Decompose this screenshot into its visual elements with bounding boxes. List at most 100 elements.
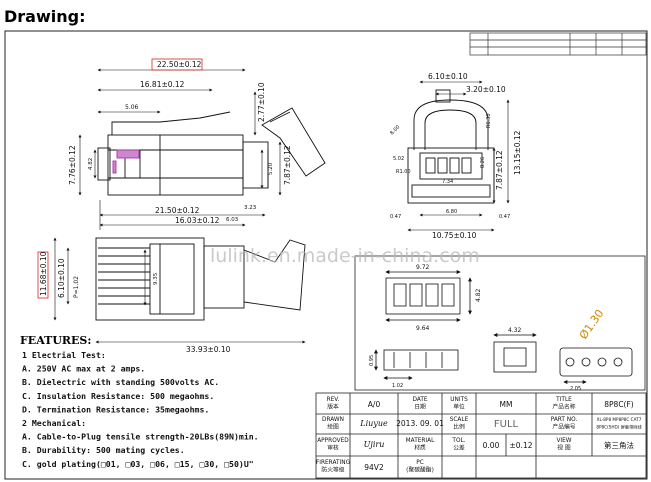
dim-latch: 5.06	[125, 104, 139, 111]
front-view-dimensions	[407, 80, 510, 232]
dim-left-small: 4.82	[88, 158, 94, 170]
dim-front-e: 7.87±0.12	[495, 150, 504, 190]
title-block-material-value: (聚碳酸酯)	[406, 466, 434, 474]
dim-front-d: R1.00	[396, 169, 411, 175]
dim-r2-w: 1.02	[392, 383, 403, 389]
dim-bot-h2: 6.10±0.10	[57, 258, 66, 298]
feature-line: C. Insulation Resistance: 500 megaohms.	[22, 391, 214, 401]
detail-frame	[354, 255, 646, 391]
title-block-title-value: 8P8C(F)	[604, 400, 634, 409]
title-block-rev-value: A/0	[368, 400, 381, 409]
features-title: FEATURES:	[20, 334, 91, 347]
title-block-firerating-label: 防火等级	[321, 466, 344, 474]
title-block-date-label: 日期	[414, 404, 426, 411]
title-block-firerating-label: FIRERATING	[316, 460, 351, 466]
dim-bot-p: P=1.02	[73, 276, 80, 298]
dim-top-width: 22.50±0.12	[157, 60, 202, 69]
feature-line: A. Cable-to-Plug tensile strength-20LBs(…	[22, 432, 259, 442]
title-block-units-value: MM	[500, 400, 513, 409]
dim-height-top: 2.77±0.10	[257, 82, 266, 122]
dim-r1-bot: 9.64	[416, 325, 430, 332]
dim-front-w2: 3.20±0.10	[466, 85, 506, 94]
title-block-units-label: 单位	[453, 403, 465, 411]
watermark: lulink.en.made-in-china.com	[210, 245, 480, 267]
title-block-title-label: TITLE	[555, 397, 572, 403]
dim-bot-mid: 9.35	[153, 272, 159, 285]
title-block-firerating-value: 94V2	[364, 463, 384, 472]
title-block-date-label: DATE	[412, 397, 427, 403]
dim-mid-len2: 16.03±0.12	[175, 216, 220, 225]
title-block-view-value: 第三角法	[604, 440, 634, 450]
title-block-view-label: 视 图	[557, 444, 571, 452]
dim-mid-small: 6.03	[226, 217, 239, 223]
title-block-rev-label: 版本	[327, 403, 339, 411]
feature-line: C. gold plating(□01, □03, □06, □15, □30,…	[22, 459, 254, 469]
title-block-part-value: XL-8P8 MP8P8C CAT7	[597, 417, 642, 422]
title-block-material-value: PC	[416, 460, 424, 466]
dim-side-h: 7.87±0.12	[283, 145, 292, 185]
dim-r3-w: 4.32	[508, 327, 522, 334]
dim-r1-top: 9.72	[416, 264, 430, 271]
feature-line: 2 Mechanical:	[22, 418, 86, 428]
dim-r4-small: 2.05	[570, 386, 581, 392]
dim-bot-len: 33.93±0.10	[186, 345, 231, 354]
title-block-part-label: PART NO.	[551, 417, 578, 423]
dim-side-small: 5.20	[268, 162, 274, 175]
bottom-view	[95, 237, 306, 321]
title-block-approved-sig: Ujiru	[364, 440, 385, 449]
feature-line: A. 250V AC max at 2 amps.	[22, 364, 145, 374]
title-block-material-label: 材质	[414, 444, 426, 452]
dim-front-s2: 0.47	[499, 214, 510, 220]
dim-mid-small2: 3.23	[244, 205, 257, 211]
dim-front-r: R6.30	[486, 113, 492, 128]
dim-front-s1: 0.47	[390, 214, 401, 220]
title-block-approved-label: 审核	[327, 444, 339, 452]
bottom-view-dimensions	[37, 237, 306, 344]
page-heading: Drawing:	[4, 7, 85, 26]
dim-front-b: 8.00	[389, 124, 401, 136]
dim-r2-h: 0.95	[369, 355, 375, 366]
features-block: FEATURES: 1 Electrial Test: A. 250V AC ma…	[20, 334, 259, 469]
title-block-part-label: 产品编号	[552, 423, 575, 431]
dim-front-g: 7.34	[442, 179, 453, 185]
dim-left-h: 7.76±0.12	[68, 145, 77, 185]
dim-r1-h: 4.82	[475, 288, 482, 302]
feature-line: D. Termination Resistance: 35megaohms.	[22, 404, 209, 414]
front-view	[407, 89, 495, 204]
feature-line: 1 Electrial Test:	[22, 350, 106, 360]
title-block-scale-label: SCALE	[450, 417, 469, 423]
dim-front-w: 6.10±0.10	[428, 72, 468, 81]
title-block-approved-label: APPROVED	[317, 438, 349, 444]
title-block	[315, 392, 647, 479]
dim-front-c: 5.02	[393, 156, 404, 162]
title-block-tol-label: 公差	[453, 444, 465, 452]
title-block-scale-label: 比例	[453, 423, 465, 431]
title-block-title-label: 产品名称	[552, 403, 575, 411]
feature-line: B. Durability: 500 mating cycles.	[22, 445, 185, 455]
title-block-tol-b: ±0.12	[510, 441, 533, 450]
dim-bot-h: 11.68±0.10	[39, 251, 48, 296]
dim-r4-dia: Ø1.30	[577, 307, 607, 342]
title-block-view-label: VIEW	[556, 438, 571, 444]
detail-views	[374, 270, 633, 384]
title-block-drawn-date: 2013. 09. 01	[396, 419, 444, 428]
title-block-drawn-label: DRAWN	[322, 417, 344, 423]
dim-front-f: 8.26	[480, 157, 486, 168]
dim-front-bw: 10.75±0.10	[432, 231, 477, 240]
side-view-dimensions	[78, 58, 282, 230]
side-view	[97, 107, 326, 196]
title-block-drawn-label: 绘图	[327, 423, 339, 431]
title-block-scale-value: FULL	[494, 419, 519, 430]
sheet-frame	[4, 30, 648, 480]
title-block-tol-label: TOL.	[451, 438, 465, 444]
dim-front-bw2: 6.80	[446, 209, 457, 215]
title-block-drawn-sig: Liuyue	[359, 419, 388, 428]
title-block-part-value: 8P8C(SHD) 屏蔽带网线	[596, 424, 642, 431]
dim-mid-len: 21.50±0.12	[155, 206, 200, 215]
dim-front-h: 13.15±0.12	[513, 130, 522, 175]
title-block-tol-a: 0.00	[483, 441, 500, 450]
title-block-units-label: UNITS	[450, 397, 468, 403]
title-block-rev-label: REV.	[327, 397, 340, 403]
title-block-material-label: MATERIAL	[406, 438, 435, 444]
